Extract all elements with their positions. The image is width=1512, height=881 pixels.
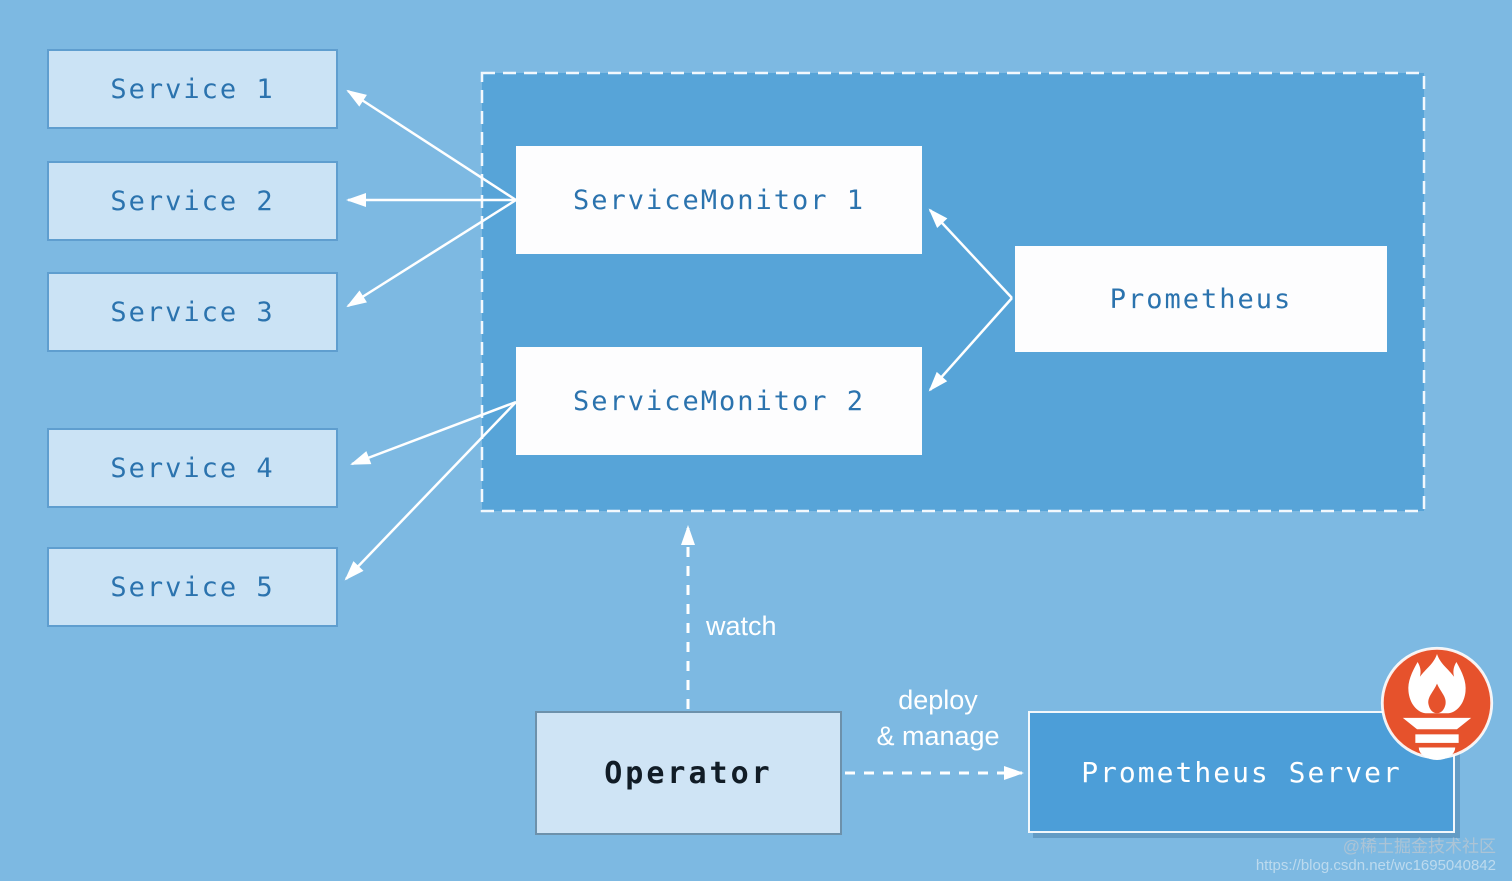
prometheus-server-box: Prometheus Server [1028, 711, 1455, 833]
prometheus-logo-icon [1380, 646, 1494, 760]
deploy-label-line1: deploy [898, 685, 978, 715]
service-label: Service 4 [110, 452, 275, 484]
watermark: @稀土掘金技术社区 https://blog.csdn.net/wc169504… [1256, 836, 1496, 875]
service-box-3: Service 3 [47, 272, 338, 352]
deploy-manage-label: deploy & manage [858, 682, 1018, 754]
service-label: Service 2 [110, 185, 275, 217]
service-label: Service 1 [110, 73, 275, 105]
watch-label: watch [706, 611, 777, 641]
servicemonitor-label: ServiceMonitor 2 [572, 385, 866, 417]
deploy-label-line2: & manage [876, 721, 1000, 751]
watermark-line1: @稀土掘金技术社区 [1342, 837, 1496, 856]
servicemonitor-label: ServiceMonitor 1 [572, 184, 866, 216]
service-box-1: Service 1 [47, 49, 338, 129]
watermark-line2: https://blog.csdn.net/wc1695040842 [1255, 857, 1496, 874]
service-label: Service 3 [110, 296, 275, 328]
service-label: Service 5 [110, 571, 275, 603]
prometheus-server-label: Prometheus Server [1081, 755, 1402, 789]
operator-box: Operator [535, 711, 842, 835]
service-box-5: Service 5 [47, 547, 338, 627]
prometheus-label: Prometheus [1109, 283, 1293, 315]
servicemonitor-box-2: ServiceMonitor 2 [516, 347, 922, 455]
operator-label: Operator [604, 755, 773, 791]
service-box-4: Service 4 [47, 428, 338, 508]
servicemonitor-box-1: ServiceMonitor 1 [516, 146, 922, 254]
service-box-2: Service 2 [47, 161, 338, 241]
prometheus-box: Prometheus [1015, 246, 1387, 352]
